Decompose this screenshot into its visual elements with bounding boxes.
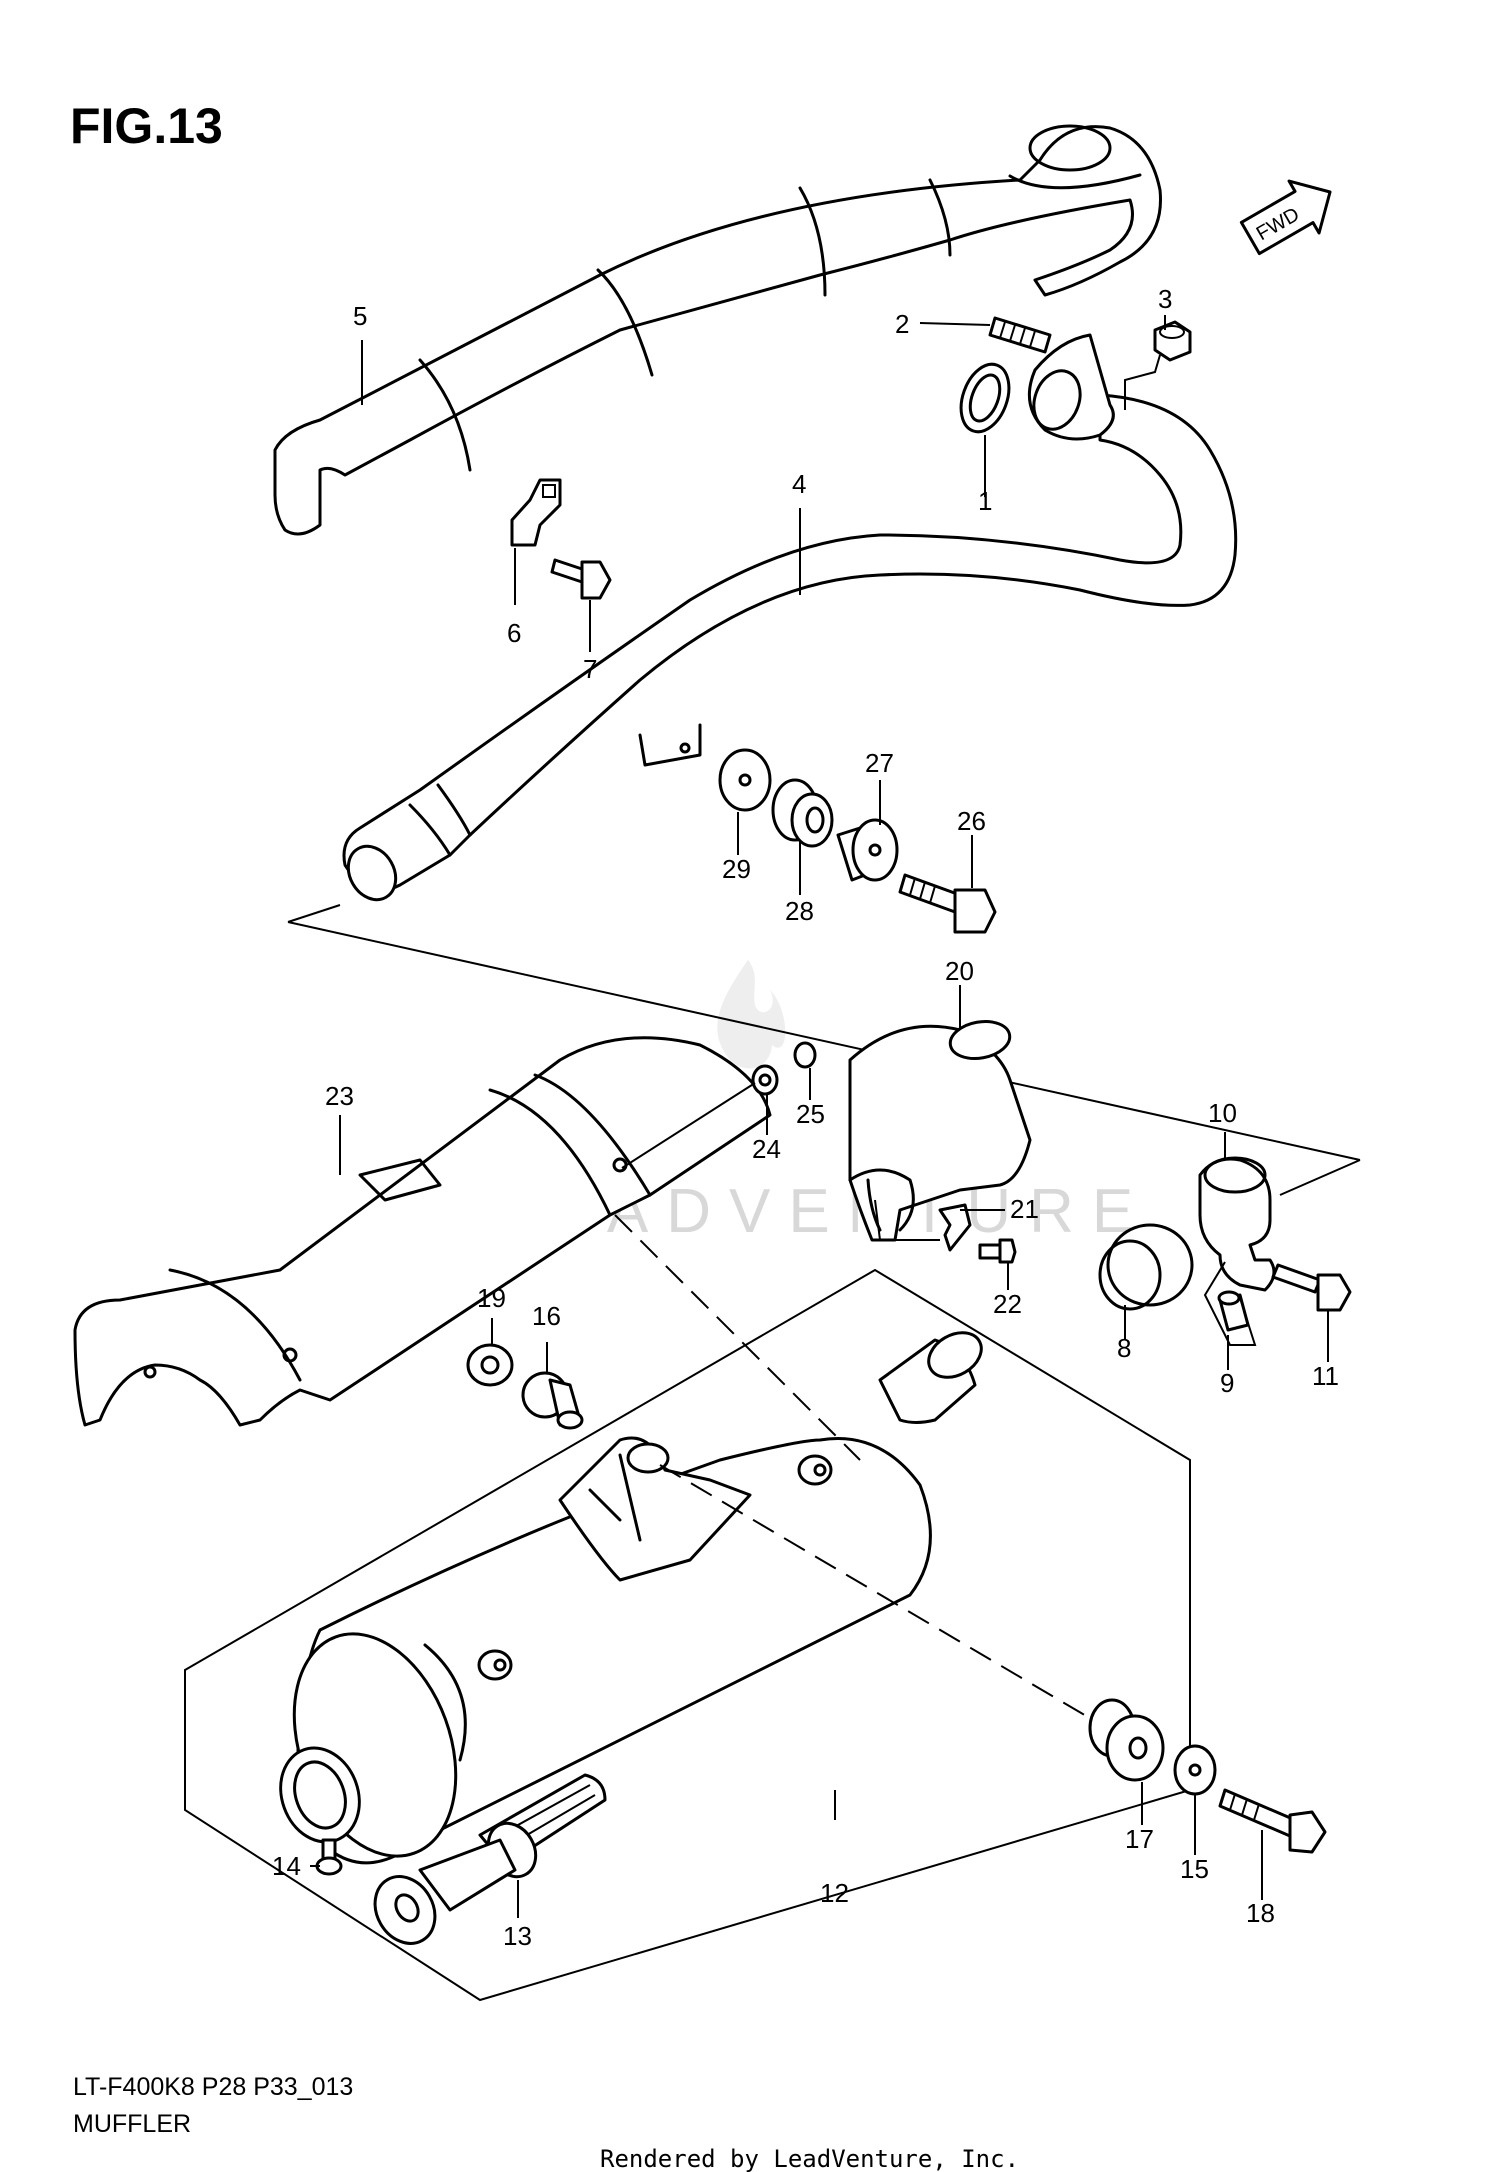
collar-27 [836,818,899,882]
callout-5: 5 [353,301,367,331]
bracket-21 [938,1203,972,1252]
grommet-17 [1088,1698,1165,1782]
dashed-leader-bracket-17 [659,1464,1111,1731]
callout-1: 1 [978,486,992,516]
bolt-11 [1271,1263,1352,1312]
callout-24: 24 [752,1134,781,1164]
upper-assembly-outline [287,904,1361,1196]
callout-7: 7 [583,654,597,684]
washer-24 [751,1064,779,1096]
callout-23: 23 [325,1081,354,1111]
rendered-by-credit: Rendered by LeadVenture, Inc. [600,2145,1019,2172]
model-code: LT-F400K8 P28 P33_013 [73,2073,353,2101]
spark-arrester [373,1773,607,1945]
screw-22 [978,1238,1017,1264]
grommet-28 [771,778,834,848]
callout-10: 10 [1208,1098,1237,1128]
callout-28: 28 [785,896,814,926]
callout-19: 19 [477,1283,506,1313]
leader-lines [310,315,1329,1918]
heat-shield-upper [273,124,1162,536]
pipe-flange [1027,333,1115,441]
callout-27: 27 [865,748,894,778]
clamp-10 [1198,1156,1276,1292]
nut-25 [793,1041,817,1069]
section-name: MUFFLER [73,2110,191,2138]
stud-bolt [988,316,1052,354]
gasket [959,362,1011,434]
bushing-8 [1098,1223,1194,1311]
fwd-arrow-icon: FWD [1239,179,1332,256]
callout-16: 16 [532,1301,561,1331]
screw-14 [315,1838,343,1876]
callout-3: 3 [1158,284,1172,314]
heat-shield-muffler [73,1036,772,1427]
callout-11: 11 [1312,1361,1339,1391]
flame-logo-icon [717,960,786,1069]
bolt-7 [550,558,612,600]
washer-15 [1173,1744,1217,1796]
bolt-18 [1218,1788,1327,1854]
callout-26: 26 [957,806,986,836]
callout-17: 17 [1125,1824,1154,1854]
bracket [510,478,562,547]
callout-9: 9 [1220,1368,1234,1398]
clamp-shield [848,1020,1032,1242]
figure-title: FIG.13 [70,98,223,154]
callout-25: 25 [796,1099,825,1129]
callout-2: 2 [895,309,909,339]
grommet-19 [466,1343,514,1387]
dashed-leader-23-12 [614,1214,861,1461]
washer-29 [718,748,772,812]
callout-20: 20 [945,956,974,986]
callout-22: 22 [993,1289,1022,1319]
callout-29: 29 [722,854,751,884]
muffler-body [279,1331,983,1865]
callout-21: 21 [1010,1194,1039,1224]
bolt-26 [898,873,997,934]
nut [1153,320,1192,362]
callout-labels: 1 2 3 4 5 6 7 8 9 10 11 12 13 14 15 16 1… [272,284,1339,1951]
callout-8: 8 [1117,1333,1131,1363]
callout-6: 6 [507,618,521,648]
callout-4: 4 [792,469,806,499]
callout-15: 15 [1180,1854,1209,1884]
callout-13: 13 [503,1921,532,1951]
exhaust-pipe [342,393,1238,902]
collar-16 [521,1371,584,1430]
callout-18: 18 [1246,1898,1275,1928]
callout-12: 12 [820,1878,849,1908]
callout-14: 14 [272,1851,301,1881]
